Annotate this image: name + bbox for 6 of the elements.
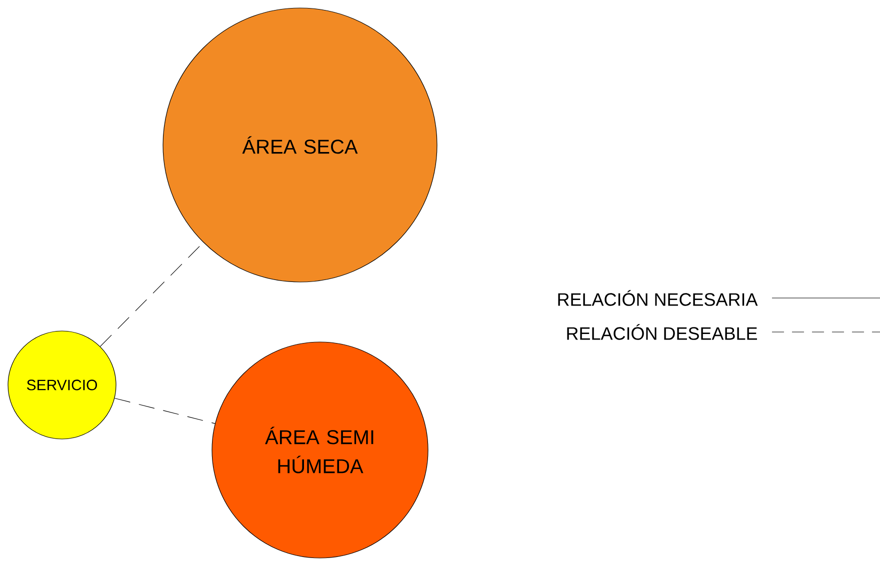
legend-text: RELACIÓN NECESARIA [558, 290, 758, 306]
circle-node: ÁREA SEMI HÚMEDA [212, 342, 428, 558]
legend-text: RELACIÓN DESEABLE [567, 324, 757, 340]
connector-line [114, 398, 216, 424]
circle-node: SERVICIO [8, 330, 116, 440]
circle-node: ÁREA SECA [162, 8, 438, 282]
